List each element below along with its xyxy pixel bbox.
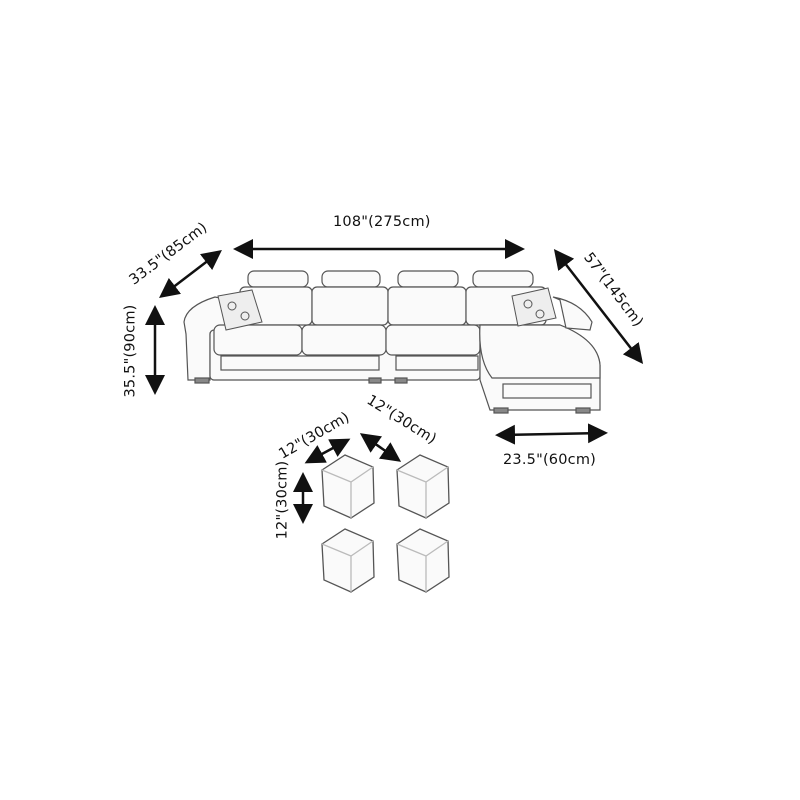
depth-arrow [159, 249, 222, 299]
ottoman-1 [321, 454, 375, 519]
width-label: 108"(275cm) [333, 214, 431, 230]
sofa-illustration [183, 270, 601, 414]
ottoman-height-label: 12"(30cm) [274, 460, 291, 540]
ottoman-2 [396, 454, 450, 519]
ottoman-4 [396, 528, 450, 593]
chaise-width-arrow [495, 423, 608, 445]
ottoman-width-arrow [304, 438, 351, 464]
chaise-width-label: 23.5"(60cm) [503, 452, 597, 468]
height-label: 35.5"(90cm) [122, 304, 139, 398]
chaise-length-arrow [553, 249, 644, 364]
ottoman-depth-arrow [359, 433, 402, 462]
throw-pillows [217, 287, 557, 331]
ottoman-3 [321, 528, 375, 593]
ottomans [321, 454, 450, 593]
